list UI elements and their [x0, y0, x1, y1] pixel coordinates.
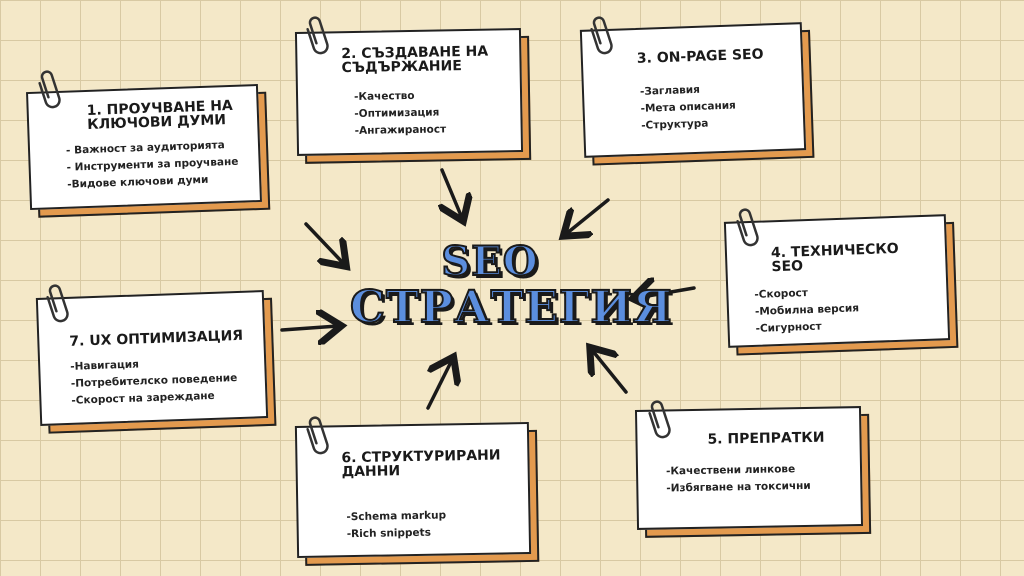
paperclip-icon — [590, 16, 613, 55]
paperclip-icon — [736, 208, 759, 247]
center-title: SEO СТРАТЕГИЯ — [349, 238, 673, 333]
title-line-2: СТРАТЕГИЯ — [349, 282, 673, 333]
paperclip-icon — [648, 400, 671, 439]
paperclip-icon — [306, 16, 329, 55]
paperclip-icon — [46, 284, 69, 323]
paperclip-icon — [306, 416, 329, 455]
paperclip-icon — [38, 70, 61, 109]
title-line-1: SEO — [440, 238, 539, 285]
